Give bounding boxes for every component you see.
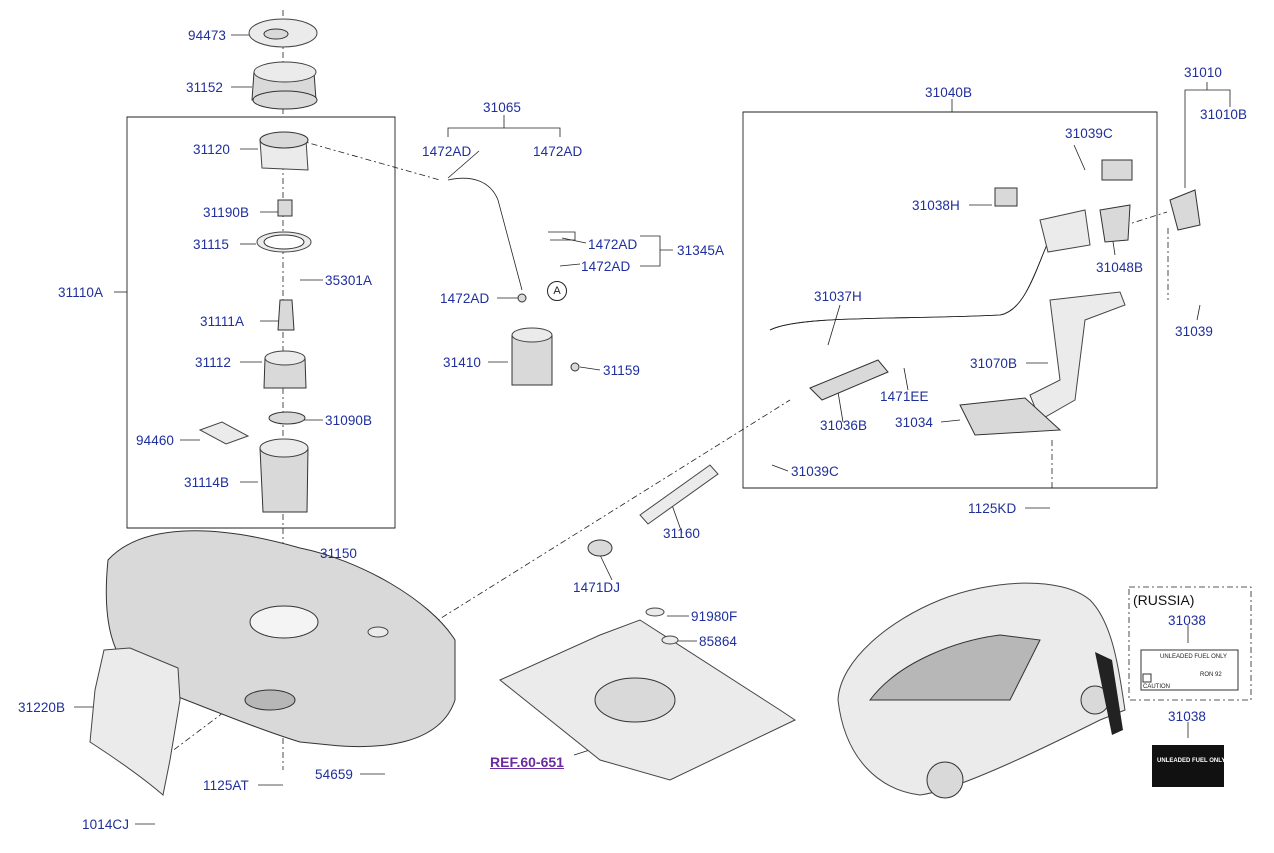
part-label: 54659 bbox=[315, 767, 354, 782]
part-label: 31038 bbox=[1168, 613, 1207, 628]
filler-neck-frame bbox=[742, 111, 1158, 489]
part-label: 31112 bbox=[195, 355, 232, 370]
fuel-notice-text: UNLEADED FUEL ONLY bbox=[1160, 654, 1228, 660]
part-label: 1014CJ bbox=[82, 817, 130, 832]
pump-assembly-frame bbox=[126, 116, 396, 529]
part-label: 31190B bbox=[203, 205, 250, 220]
part-label: 31039C bbox=[791, 464, 839, 479]
part-label: 31036B bbox=[820, 418, 868, 433]
part-label: 31039C bbox=[1065, 126, 1113, 141]
bracket-31010 bbox=[1184, 82, 1231, 188]
part-label: 31120 bbox=[193, 142, 231, 157]
filler-pipe-parts bbox=[587, 464, 719, 557]
russia-label-frame bbox=[1128, 586, 1252, 701]
part-label: 31038 bbox=[1168, 709, 1207, 724]
part-label: 31150 bbox=[320, 546, 358, 561]
part-label: 31048B bbox=[1096, 260, 1144, 275]
part-label: 31038H bbox=[912, 198, 960, 213]
canister-parts bbox=[447, 177, 580, 386]
part-label: 31065 bbox=[483, 100, 522, 115]
callout-a: A bbox=[547, 281, 567, 301]
part-label: 31090B bbox=[325, 413, 373, 428]
part-label: 31070B bbox=[970, 356, 1018, 371]
part-label: 1472AD bbox=[422, 144, 472, 159]
fuel-notice-text: RON 92 bbox=[1200, 672, 1222, 678]
russia-box-title: (RUSSIA) bbox=[1133, 592, 1195, 608]
part-label: 31039 bbox=[1175, 324, 1214, 339]
part-label: 91980F bbox=[691, 609, 738, 624]
fuel-notice-text: CAUTION bbox=[1143, 684, 1170, 690]
part-label: 31111A bbox=[200, 314, 245, 329]
part-label: 31159 bbox=[603, 363, 641, 378]
fuel-notice-text: UNLEADED FUEL ONLY bbox=[1157, 758, 1226, 764]
part-label: 31010 bbox=[1184, 65, 1223, 80]
part-label: 1472AD bbox=[440, 291, 490, 306]
part-label: 31345A bbox=[677, 243, 725, 258]
fuel-notices bbox=[1140, 649, 1239, 787]
bracket-1472ad-pair bbox=[447, 115, 561, 137]
part-label: 31010B bbox=[1200, 107, 1248, 122]
part-label: 35301A bbox=[325, 273, 373, 288]
part-label: 1471EE bbox=[880, 389, 929, 404]
part-label: 1472AD bbox=[533, 144, 583, 159]
part-label: 31115 bbox=[193, 237, 230, 252]
part-label: 31220B bbox=[18, 700, 66, 715]
part-label: 94460 bbox=[136, 433, 175, 448]
reference-link[interactable]: REF.60-651 bbox=[490, 754, 564, 770]
part-label: 1472AD bbox=[581, 259, 631, 274]
bracket-31345a bbox=[640, 235, 673, 267]
part-label: 31114B bbox=[184, 475, 230, 490]
part-label: 94473 bbox=[188, 28, 227, 43]
part-label: 31040B bbox=[925, 85, 973, 100]
floor-panel bbox=[499, 607, 797, 781]
part-label: 31410 bbox=[443, 355, 482, 370]
filler-parts bbox=[769, 159, 1201, 436]
part-label: 31110A bbox=[58, 285, 104, 300]
part-label: 85864 bbox=[699, 634, 738, 649]
heat-shield bbox=[89, 647, 181, 796]
pump-parts bbox=[198, 18, 318, 513]
part-label: 31152 bbox=[186, 80, 224, 95]
part-label: 1471DJ bbox=[573, 580, 621, 595]
part-label: 31037H bbox=[814, 289, 862, 304]
part-label: 1125AT bbox=[203, 778, 249, 793]
part-label: 1472AD bbox=[588, 237, 638, 252]
car-silhouette bbox=[837, 582, 1126, 799]
part-label: 31160 bbox=[663, 526, 701, 541]
part-label: 31034 bbox=[895, 415, 934, 430]
part-label: 1125KD bbox=[968, 501, 1017, 516]
